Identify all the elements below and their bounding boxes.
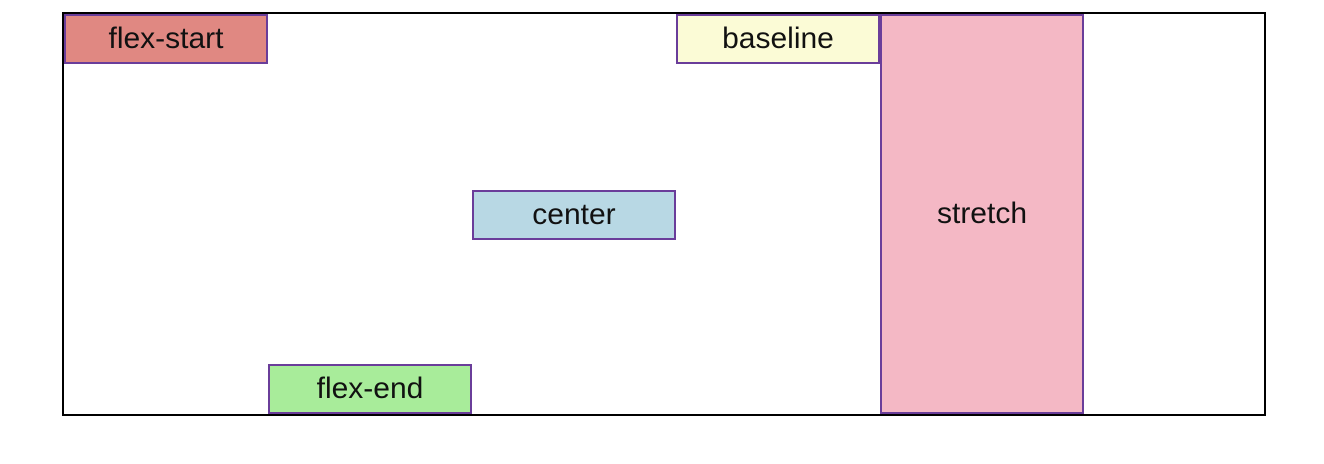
item-flex-end-label: flex-end	[316, 372, 424, 405]
item-flex-start: flex-start	[64, 14, 268, 64]
item-flex-end: flex-end	[268, 364, 472, 414]
item-stretch-label: stretch	[936, 197, 1028, 230]
item-flex-start-label: flex-start	[108, 22, 224, 55]
item-stretch: stretch	[880, 14, 1084, 414]
item-center: center	[472, 190, 676, 240]
item-baseline-label: baseline	[722, 22, 834, 55]
item-center-label: center	[532, 198, 616, 231]
flex-container: flex-start flex-end center baseline stre…	[62, 12, 1266, 416]
item-baseline: baseline	[676, 14, 880, 64]
